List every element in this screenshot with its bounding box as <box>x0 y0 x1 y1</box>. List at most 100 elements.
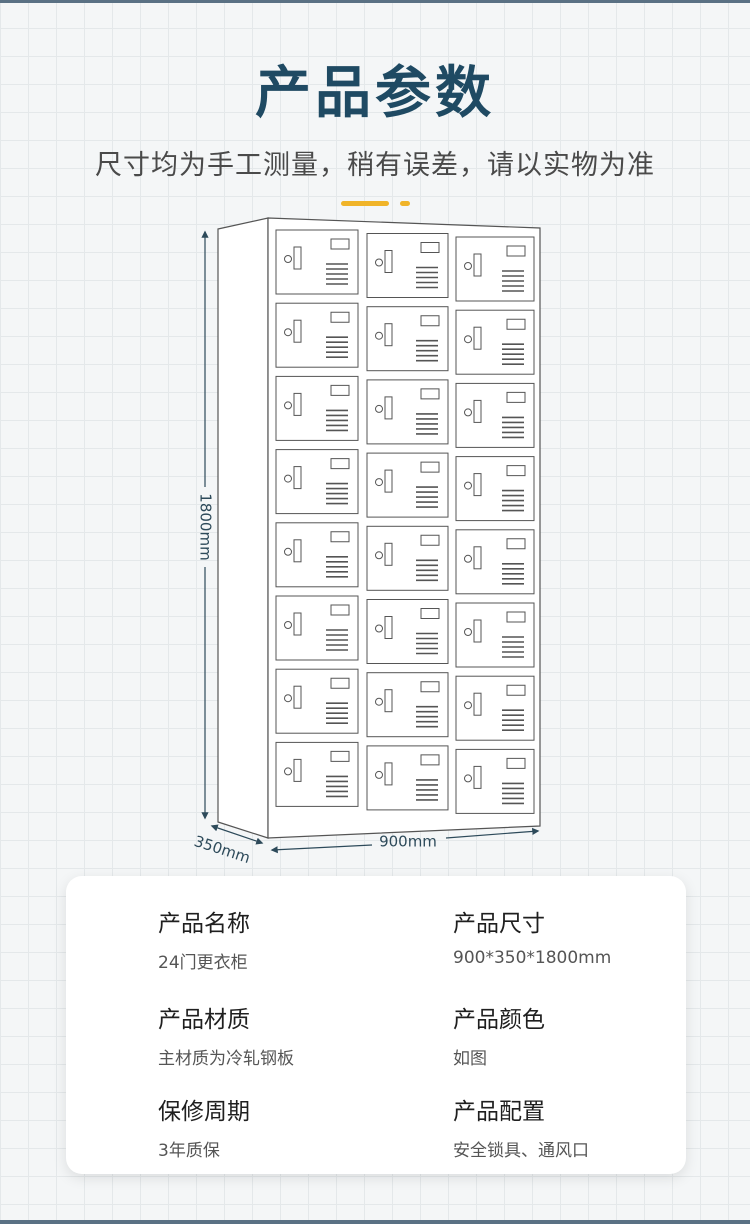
height-dimension: 1800mm <box>197 230 215 820</box>
spec-item-material: 产品材质 主材质为冷轧钢板 <box>158 1000 294 1069</box>
accent-bar <box>341 201 389 206</box>
lock-icon <box>375 396 393 420</box>
card-holder-icon <box>506 538 526 550</box>
spec-label: 产品颜色 <box>453 1007 545 1033</box>
lock-icon <box>375 250 393 273</box>
locker-door <box>275 741 359 807</box>
locker-door <box>366 525 449 591</box>
card-holder-icon <box>330 604 350 616</box>
vent-icon <box>326 555 348 578</box>
vent-icon <box>502 489 524 512</box>
spec-item-size: 产品尺寸 900*350*1800mm <box>453 904 611 968</box>
card-holder-icon <box>420 608 440 619</box>
lock-icon <box>464 399 482 423</box>
accent-dot <box>400 201 410 206</box>
spec-label: 保修周期 <box>158 1099 250 1125</box>
lock-icon <box>464 473 482 497</box>
spec-value: 3年质保 <box>158 1141 220 1161</box>
locker-door <box>455 529 535 595</box>
bottom-border <box>0 1220 750 1224</box>
card-holder-icon <box>420 461 440 473</box>
lock-icon <box>375 542 393 566</box>
vent-icon <box>416 705 438 728</box>
vent-icon <box>326 775 348 798</box>
locker-diagram: 1800mm 900mm 350mm <box>192 217 541 867</box>
locker-door <box>275 302 359 368</box>
width-dimension: 900mm <box>270 827 540 854</box>
locker-door <box>366 452 449 518</box>
top-border <box>0 0 750 3</box>
card-holder-icon <box>506 391 526 403</box>
locker-door <box>455 748 535 814</box>
width-label: 900mm <box>379 833 437 851</box>
vent-icon <box>502 416 524 439</box>
vent-icon <box>326 263 348 285</box>
lock-icon <box>284 612 302 636</box>
locker-doors <box>275 229 535 814</box>
locker-door <box>455 236 535 302</box>
lock-icon <box>464 546 482 570</box>
card-holder-icon <box>506 684 526 696</box>
card-holder-icon <box>420 315 440 327</box>
lock-icon <box>375 762 393 786</box>
spec-value: 如图 <box>453 1049 487 1069</box>
spec-item-config: 产品配置 安全锁具、通风口 <box>453 1092 589 1161</box>
locker-door <box>275 668 359 734</box>
card-holder-icon <box>330 750 350 762</box>
lock-icon <box>284 758 302 782</box>
locker-door <box>366 379 449 445</box>
card-holder-icon <box>506 318 526 330</box>
lock-icon <box>284 246 302 270</box>
lock-icon <box>375 689 393 713</box>
locker-door <box>366 233 449 298</box>
spec-label: 产品尺寸 <box>453 911 545 937</box>
vent-icon <box>502 636 524 658</box>
spec-item-warranty: 保修周期 3年质保 <box>158 1092 250 1161</box>
locker-door <box>455 382 535 448</box>
card-holder-icon <box>330 311 350 323</box>
locker-door <box>275 229 359 295</box>
page-subtitle: 尺寸均为手工测量，稍有误差，请以实物为准 <box>95 150 655 181</box>
card-holder-icon <box>420 754 440 766</box>
spec-value: 24门更衣柜 <box>158 953 248 973</box>
vent-icon <box>416 413 438 435</box>
spec-value: 主材质为冷轧钢板 <box>158 1049 294 1069</box>
vent-icon <box>416 559 438 582</box>
locker-door <box>275 522 359 588</box>
spec-item-color: 产品颜色 如图 <box>453 1000 545 1069</box>
locker-door <box>275 449 359 515</box>
lock-icon <box>464 253 482 277</box>
spec-value: 安全锁具、通风口 <box>453 1141 589 1161</box>
spec-card: 产品名称 24门更衣柜 产品尺寸 900*350*1800mm 产品材质 主材质… <box>66 876 686 1174</box>
spec-label: 产品名称 <box>158 911 250 937</box>
vent-icon <box>326 629 348 651</box>
lock-icon <box>284 539 302 563</box>
card-holder-icon <box>330 677 350 689</box>
locker-door <box>366 745 449 811</box>
lock-icon <box>284 319 302 343</box>
card-holder-icon <box>420 242 440 253</box>
card-holder-icon <box>506 757 526 769</box>
vent-icon <box>416 779 438 801</box>
spec-label: 产品材质 <box>158 1007 250 1033</box>
vent-icon <box>416 266 438 289</box>
lock-icon <box>284 466 302 490</box>
vent-icon <box>416 486 438 508</box>
lock-icon <box>375 323 393 347</box>
card-holder-icon <box>330 384 350 396</box>
locker-door <box>455 602 535 668</box>
spec-value: 900*350*1800mm <box>453 948 612 968</box>
vent-icon <box>502 562 524 585</box>
vent-icon <box>416 632 438 655</box>
spec-label: 产品配置 <box>453 1099 545 1125</box>
card-holder-icon <box>420 388 440 400</box>
locker-door <box>275 375 359 441</box>
locker-door <box>366 672 449 738</box>
vent-icon <box>326 702 348 725</box>
lock-icon <box>464 326 482 350</box>
lock-icon <box>464 619 482 643</box>
vent-icon <box>326 409 348 432</box>
card-holder-icon <box>420 534 440 546</box>
vent-icon <box>502 782 524 805</box>
locker-door <box>275 595 359 661</box>
